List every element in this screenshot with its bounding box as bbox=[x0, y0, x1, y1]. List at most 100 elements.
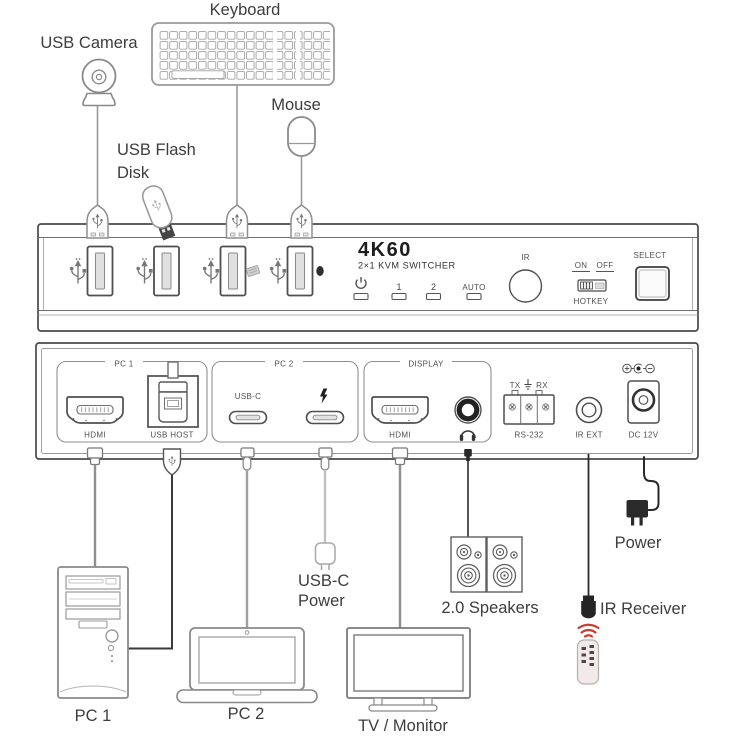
hotkey-switch-group: ON OFF HOTKEY bbox=[572, 261, 614, 306]
dc12v-label: DC 12V bbox=[629, 431, 659, 440]
hotkey-off-label: OFF bbox=[597, 261, 614, 270]
tv-monitor-group: TV / Monitor bbox=[346, 627, 471, 735]
usb-flash-disk-group: USB Flash Disk bbox=[117, 141, 196, 241]
hotkey-slide-switch[interactable] bbox=[577, 279, 607, 292]
cables bbox=[86, 447, 660, 650]
display-hdmi-port bbox=[372, 397, 428, 423]
dc-power-cable bbox=[643, 456, 660, 511]
port2-led bbox=[425, 292, 442, 301]
pc1-tower-group: PC 1 bbox=[57, 566, 129, 725]
mouse-icon bbox=[287, 116, 316, 157]
usbc-power-group: USB-C Power bbox=[298, 542, 349, 610]
speakers-label: 2.0 Speakers bbox=[441, 599, 538, 617]
usb-host-label: USB HOST bbox=[150, 431, 193, 440]
power-led bbox=[353, 292, 369, 301]
port2-indicator: 2 bbox=[425, 282, 442, 301]
display-section-label: DISPLAY bbox=[408, 360, 444, 369]
keyboard-label: Keyboard bbox=[210, 1, 281, 19]
speakers-group: 2.0 Speakers bbox=[441, 536, 539, 617]
model-subtitle: 2×1 KVM SWITCHER bbox=[358, 261, 456, 271]
usb-flash-label-line1: USB Flash bbox=[117, 141, 196, 159]
usbc-power-label-line2: Power bbox=[298, 592, 345, 610]
back-panel: PC 1 HDMI USB HOST PC 2 USB-C bbox=[35, 342, 699, 460]
power-icon bbox=[355, 277, 367, 289]
keyboard-illustration bbox=[151, 22, 335, 86]
power-adapter-icon bbox=[626, 500, 648, 526]
pc2-usbc-cable bbox=[240, 447, 255, 629]
audio-cable bbox=[464, 449, 472, 538]
ir-window bbox=[508, 269, 543, 303]
select-label: SELECT bbox=[634, 251, 667, 260]
pc2-section: PC 2 USB-C bbox=[211, 356, 359, 443]
rs232-rx-label: RX bbox=[536, 381, 548, 390]
camera-usb-plug-icon bbox=[87, 205, 108, 238]
usb-flash-label-line2: Disk bbox=[117, 164, 150, 182]
keyboard-usb-plug-icon bbox=[227, 205, 248, 238]
speakers-icon bbox=[450, 536, 523, 593]
mouse-group: Mouse bbox=[271, 96, 321, 238]
usb-camera-group: USB Camera bbox=[40, 34, 138, 238]
pc2-laptop-icon bbox=[176, 627, 318, 704]
mini-keyboard-icon bbox=[245, 265, 261, 277]
ir-receiver-icon bbox=[581, 595, 596, 619]
pc2-power-cable bbox=[318, 447, 333, 544]
pc2-usbc-port bbox=[228, 410, 268, 425]
headphone-icon bbox=[459, 430, 476, 441]
ir-ext-port: IR EXT bbox=[575, 396, 603, 440]
dc-power-port: DC 12V bbox=[622, 363, 660, 440]
select-button[interactable] bbox=[635, 266, 670, 301]
auto-indicator: AUTO bbox=[462, 283, 485, 301]
auto-label: AUTO bbox=[462, 283, 485, 292]
headphone-jack bbox=[454, 396, 482, 424]
rs232-port: TX RX RS-232 bbox=[503, 379, 555, 440]
power-adapter-group: Power bbox=[615, 500, 662, 552]
ir-window-label: IR bbox=[521, 253, 530, 262]
port1-led bbox=[391, 292, 407, 301]
tv-monitor-icon bbox=[346, 627, 471, 712]
pc2-label: PC 2 bbox=[228, 705, 265, 723]
hotkey-label: HOTKEY bbox=[574, 297, 609, 306]
display-hdmi-cable bbox=[391, 447, 409, 628]
pc1-label: PC 1 bbox=[75, 707, 112, 725]
pc2-power-usbc-port bbox=[305, 410, 345, 425]
usbc-power-plug-icon bbox=[314, 542, 336, 570]
port1-indicator: 1 bbox=[391, 282, 407, 301]
pc2-section-label: PC 2 bbox=[275, 360, 294, 369]
select-button-group: SELECT bbox=[634, 251, 670, 301]
terminal-screws bbox=[508, 403, 550, 411]
ir-waves-icon bbox=[577, 623, 600, 638]
ir-receiver-group: IR Receiver bbox=[576, 595, 687, 685]
front-usb-port-1 bbox=[70, 245, 114, 297]
usb-host-port bbox=[147, 361, 199, 428]
model-name: 4K60 bbox=[358, 239, 412, 261]
usb-host-cable bbox=[128, 448, 182, 650]
webcam-icon bbox=[81, 58, 117, 107]
display-section: DISPLAY HDMI bbox=[363, 356, 492, 443]
front-panel-body bbox=[37, 223, 699, 332]
front-usb-port-3-keyboard bbox=[203, 245, 261, 297]
polarity-icon bbox=[622, 363, 655, 374]
pc1-section: PC 1 HDMI USB HOST bbox=[56, 356, 208, 443]
pc1-section-label: PC 1 bbox=[115, 360, 134, 369]
pc1-hdmi-cable bbox=[86, 447, 104, 567]
usb-flash-disk-icon bbox=[141, 185, 176, 241]
mouse-usb-plug-icon bbox=[291, 205, 312, 238]
display-hdmi-label: HDMI bbox=[389, 431, 411, 440]
ir-ext-label: IR EXT bbox=[575, 431, 603, 440]
front-usb-port-4-mouse bbox=[270, 245, 324, 297]
usbc-port-label: USB-C bbox=[235, 392, 261, 401]
power-indicator bbox=[353, 277, 369, 301]
usb-camera-label: USB Camera bbox=[40, 34, 138, 52]
front-usb-port-2 bbox=[136, 245, 180, 297]
pc1-tower-icon bbox=[57, 566, 129, 699]
tv-monitor-label: TV / Monitor bbox=[358, 717, 448, 735]
power-label: Power bbox=[615, 534, 662, 552]
port1-label: 1 bbox=[396, 282, 401, 292]
mini-mouse-icon bbox=[316, 266, 324, 276]
ground-icon bbox=[524, 379, 532, 390]
front-panel: 4K60 2×1 KVM SWITCHER 1 2 AUTO IR ON bbox=[37, 223, 699, 332]
lightning-icon bbox=[320, 388, 328, 404]
auto-led bbox=[466, 292, 482, 301]
